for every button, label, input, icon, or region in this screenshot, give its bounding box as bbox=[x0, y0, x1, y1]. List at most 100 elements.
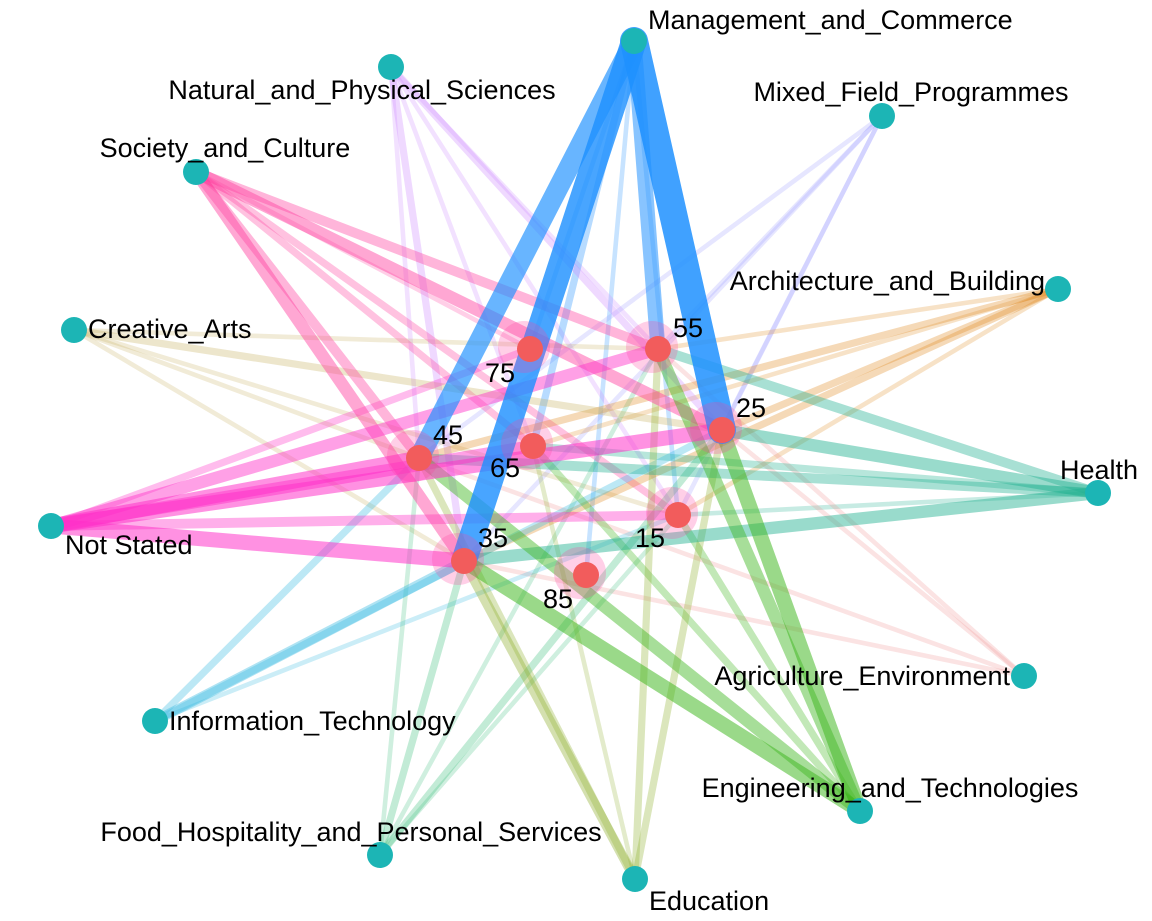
node-layer bbox=[38, 28, 1111, 892]
field-label-architecture-and-building: Architecture_and_Building bbox=[730, 266, 1045, 296]
edge-layer bbox=[43, 27, 1105, 884]
edge-management-and-commerce-to-35 bbox=[451, 28, 647, 574]
edge-mixed-field-programmes-to-15 bbox=[675, 113, 885, 518]
age-node-35[interactable] bbox=[451, 548, 477, 574]
edge-society-and-culture-to-45 bbox=[191, 167, 424, 463]
edge-architecture-and-building-to-45 bbox=[415, 285, 1062, 462]
age-label-85: 85 bbox=[543, 584, 573, 614]
edge-creative-arts-to-35 bbox=[71, 327, 467, 564]
edge-mixed-field-programmes-to-35 bbox=[461, 113, 885, 564]
edge-architecture-and-building-to-25 bbox=[718, 285, 1062, 434]
field-label-information-technology: Information_Technology bbox=[169, 706, 456, 736]
age-label-65: 65 bbox=[490, 453, 520, 483]
edge-food-hospitality-and-personal-services-to-25 bbox=[376, 426, 726, 859]
edge-architecture-and-building-to-55 bbox=[655, 286, 1061, 352]
edge-creative-arts-to-45 bbox=[71, 327, 422, 461]
field-node-not-stated[interactable] bbox=[38, 513, 64, 539]
edge-mixed-field-programmes-to-25 bbox=[719, 113, 885, 433]
edge-creative-arts-to-15 bbox=[71, 327, 681, 518]
edge-food-hospitality-and-personal-services-to-35 bbox=[376, 557, 468, 859]
edge-management-and-commerce-to-85 bbox=[583, 38, 637, 578]
edge-society-and-culture-to-25 bbox=[189, 165, 729, 437]
field-node-natural-and-physical-sciences[interactable] bbox=[378, 54, 404, 80]
edge-agriculture-environment-to-25 bbox=[719, 427, 1027, 679]
edge-food-hospitality-and-personal-services-to-15 bbox=[377, 512, 681, 858]
field-node-creative-arts[interactable] bbox=[61, 317, 87, 343]
label-layer: Management_and_CommerceNatural_and_Physi… bbox=[65, 5, 1138, 916]
edge-engineering-and-technologies-to-35 bbox=[456, 553, 868, 819]
age-node-25[interactable] bbox=[709, 417, 735, 443]
edge-society-and-culture-to-75 bbox=[193, 169, 533, 352]
field-label-mixed-field-programmes: Mixed_Field_Programmes bbox=[753, 77, 1068, 107]
field-node-engineering-and-technologies[interactable] bbox=[847, 798, 873, 824]
edge-not-stated-to-15 bbox=[46, 510, 683, 531]
age-node-45[interactable] bbox=[406, 445, 432, 471]
edge-information-technology-to-25 bbox=[151, 426, 726, 725]
edge-natural-and-physical-sciences-to-35 bbox=[387, 63, 468, 565]
edge-engineering-and-technologies-to-65 bbox=[529, 442, 864, 815]
field-label-natural-and-physical-sciences: Natural_and_Physical_Sciences bbox=[168, 75, 555, 105]
edge-engineering-and-technologies-to-25 bbox=[714, 422, 868, 819]
edge-information-technology-to-35 bbox=[150, 556, 469, 726]
field-node-food-hospitality-and-personal-services[interactable] bbox=[367, 842, 393, 868]
edge-health-to-55 bbox=[653, 344, 1103, 498]
field-label-food-hospitality-and-personal-services: Food_Hospitality_and_Personal_Services bbox=[100, 817, 601, 847]
field-label-health: Health bbox=[1060, 455, 1138, 485]
edge-natural-and-physical-sciences-to-45 bbox=[388, 64, 422, 461]
age-label-15: 15 bbox=[635, 523, 665, 553]
field-node-agriculture-environment[interactable] bbox=[1011, 663, 1037, 689]
edge-health-to-35 bbox=[457, 486, 1105, 568]
edge-not-stated-to-35 bbox=[43, 518, 472, 569]
age-node-55[interactable] bbox=[645, 336, 671, 362]
age-label-45: 45 bbox=[433, 420, 463, 450]
edge-engineering-and-technologies-to-15 bbox=[674, 511, 864, 815]
edge-society-and-culture-to-55 bbox=[191, 167, 663, 354]
field-label-education: Education bbox=[649, 886, 769, 916]
age-label-35: 35 bbox=[478, 523, 508, 553]
edge-architecture-and-building-to-65 bbox=[530, 286, 1061, 449]
field-label-agriculture-environment: Agriculture_Environment bbox=[714, 661, 1010, 691]
field-label-society-and-culture: Society_and_Culture bbox=[100, 133, 351, 163]
edge-information-technology-to-45 bbox=[151, 454, 423, 725]
field-label-creative-arts: Creative_Arts bbox=[88, 314, 252, 344]
edge-engineering-and-technologies-to-45 bbox=[412, 451, 867, 818]
age-node-65[interactable] bbox=[520, 433, 546, 459]
edge-society-and-culture-to-15 bbox=[192, 168, 682, 519]
edge-society-and-culture-to-35 bbox=[189, 165, 471, 568]
age-node-15[interactable] bbox=[665, 502, 691, 528]
field-node-management-and-commerce[interactable] bbox=[621, 28, 647, 54]
field-node-society-and-culture[interactable] bbox=[183, 159, 209, 185]
edge-education-to-25 bbox=[631, 426, 726, 883]
field-node-mixed-field-programmes[interactable] bbox=[869, 103, 895, 129]
age-label-75: 75 bbox=[485, 358, 515, 388]
field-node-education[interactable] bbox=[622, 866, 648, 892]
edge-society-and-culture-to-65 bbox=[192, 168, 537, 450]
field-label-not-stated: Not Stated bbox=[65, 530, 193, 560]
age-node-85[interactable] bbox=[573, 562, 599, 588]
field-label-engineering-and-technologies: Engineering_and_Technologies bbox=[702, 773, 1079, 803]
edge-education-to-45 bbox=[415, 454, 639, 883]
edge-education-to-55 bbox=[631, 345, 662, 883]
edge-creative-arts-to-55 bbox=[71, 327, 661, 352]
age-label-25: 25 bbox=[736, 393, 766, 423]
field-label-management-and-commerce: Management_and_Commerce bbox=[648, 5, 1013, 35]
age-node-75[interactable] bbox=[517, 336, 543, 362]
field-node-architecture-and-building[interactable] bbox=[1045, 276, 1071, 302]
edge-health-to-65 bbox=[529, 442, 1102, 497]
edge-education-to-65 bbox=[530, 443, 638, 882]
edge-creative-arts-to-25 bbox=[70, 326, 726, 434]
field-node-information-technology[interactable] bbox=[142, 708, 168, 734]
edge-natural-and-physical-sciences-to-55 bbox=[388, 64, 661, 352]
edge-food-hospitality-and-personal-services-to-45 bbox=[377, 455, 422, 858]
edge-architecture-and-building-to-35 bbox=[460, 285, 1062, 565]
edge-agriculture-environment-to-35 bbox=[461, 558, 1027, 679]
field-node-health[interactable] bbox=[1085, 480, 1111, 506]
edge-management-and-commerce-to-25 bbox=[620, 27, 736, 444]
age-label-55: 55 bbox=[673, 313, 703, 343]
edge-information-technology-to-15 bbox=[152, 512, 681, 724]
edge-not-stated-to-45 bbox=[43, 450, 427, 534]
edge-agriculture-environment-to-45 bbox=[416, 455, 1027, 679]
edge-not-stated-to-55 bbox=[44, 342, 665, 533]
